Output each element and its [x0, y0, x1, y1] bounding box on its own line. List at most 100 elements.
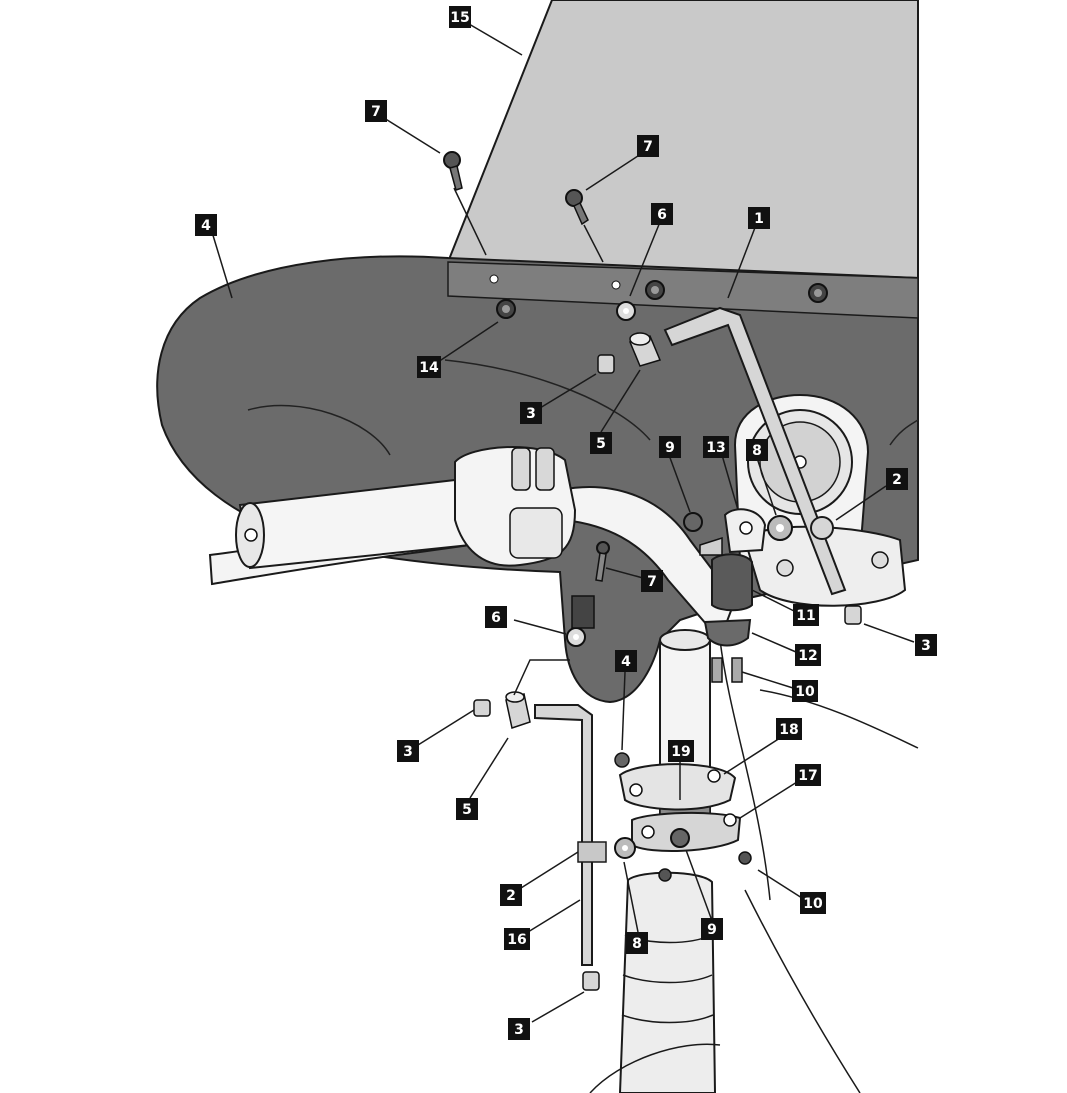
washer [616, 301, 636, 321]
mounting-rod-left [534, 704, 607, 966]
svg-text:15: 15 [450, 10, 469, 26]
flat-washer [614, 837, 636, 859]
svg-text:8: 8 [632, 936, 642, 952]
screw [443, 151, 463, 191]
svg-text:2: 2 [892, 472, 902, 488]
windshield [446, 0, 919, 280]
fairing-hole [611, 280, 621, 290]
riser-clamp-lower [703, 618, 752, 647]
fairing-nut [808, 283, 828, 303]
svg-text:16: 16 [507, 932, 526, 948]
spacer [505, 691, 531, 729]
riser-clamp-upper [711, 553, 753, 612]
callout-7: 7 [641, 570, 663, 592]
svg-text:3: 3 [526, 406, 536, 422]
fairing-nut [496, 299, 516, 319]
svg-text:1: 1 [754, 211, 764, 227]
hex-nut [683, 512, 703, 532]
end-cap [844, 605, 862, 625]
handlebar-grip [235, 478, 472, 570]
body-outline [759, 689, 919, 749]
svg-text:12: 12 [798, 648, 817, 664]
svg-text:10: 10 [803, 896, 823, 912]
callout-13: 13 [703, 436, 729, 458]
svg-text:6: 6 [491, 610, 501, 626]
frame-outline [744, 889, 861, 1093]
svg-text:2: 2 [506, 888, 516, 904]
svg-text:13: 13 [706, 440, 725, 456]
callout-11: 11 [793, 604, 819, 626]
bolt [731, 657, 743, 683]
fairing-contour-line-2 [444, 359, 651, 441]
svg-text:14: 14 [419, 360, 439, 376]
svg-text:7: 7 [647, 574, 657, 590]
switch-housing [454, 446, 577, 567]
callout-17: 17 [795, 764, 821, 786]
callout-10: 10 [800, 892, 826, 914]
screw [565, 189, 589, 226]
callout-6: 6 [485, 606, 507, 628]
svg-text:3: 3 [514, 1022, 524, 1038]
svg-text:19: 19 [671, 744, 690, 760]
fork-boot [618, 871, 717, 1093]
end-cap [473, 699, 491, 717]
lock-nut [614, 752, 630, 768]
callout-1: 1 [748, 207, 770, 229]
svg-text:5: 5 [596, 436, 606, 452]
callout-10: 10 [792, 680, 818, 702]
spacer [628, 332, 662, 367]
svg-text:10: 10 [795, 684, 815, 700]
flat-washer [767, 515, 793, 541]
fairing-hole [489, 274, 499, 284]
mount-bracket-13 [699, 508, 767, 556]
svg-text:5: 5 [462, 802, 472, 818]
callout-7: 7 [365, 100, 387, 122]
callout-9: 9 [659, 436, 681, 458]
rod-clamp-right [810, 516, 834, 540]
end-cap [597, 354, 615, 374]
svg-text:4: 4 [201, 218, 211, 234]
callout-4: 4 [195, 214, 217, 236]
svg-text:7: 7 [371, 104, 381, 120]
end-cap [582, 971, 600, 991]
frame-outline-2 [589, 1043, 721, 1093]
mounting-rod-right [663, 306, 847, 596]
leader-lines [211, 23, 915, 1023]
callout-14: 14 [417, 356, 441, 378]
callout-2: 2 [500, 884, 522, 906]
svg-text:9: 9 [707, 922, 717, 938]
fairing-contour-line-3 [889, 419, 919, 446]
svg-text:4: 4 [621, 654, 631, 670]
slot-plate [571, 595, 595, 629]
svg-text:17: 17 [798, 768, 817, 784]
callout-18: 18 [776, 718, 802, 740]
svg-text:11: 11 [796, 608, 815, 624]
callout-8: 8 [746, 439, 768, 461]
svg-text:6: 6 [657, 207, 667, 223]
svg-text:3: 3 [921, 638, 931, 654]
callout-16: 16 [504, 928, 530, 950]
callout-5: 5 [590, 432, 612, 454]
callout-2: 2 [886, 468, 908, 490]
callout-8: 8 [626, 932, 648, 954]
callout-9: 9 [701, 918, 723, 940]
callout-3: 3 [915, 634, 937, 656]
callout-7: 7 [637, 135, 659, 157]
screw [595, 541, 610, 582]
callout-3: 3 [508, 1018, 530, 1040]
washer [566, 627, 586, 647]
svg-text:3: 3 [403, 744, 413, 760]
cable [719, 639, 771, 901]
svg-text:7: 7 [643, 139, 653, 155]
callout-5: 5 [456, 798, 478, 820]
bolt [711, 657, 723, 683]
fairing-upper-band [447, 261, 919, 319]
fairing-nut [645, 280, 665, 300]
hex-nut [670, 828, 690, 848]
svg-text:9: 9 [665, 440, 675, 456]
bolt [738, 851, 752, 865]
callout-12: 12 [795, 644, 821, 666]
callout-3: 3 [520, 402, 542, 424]
